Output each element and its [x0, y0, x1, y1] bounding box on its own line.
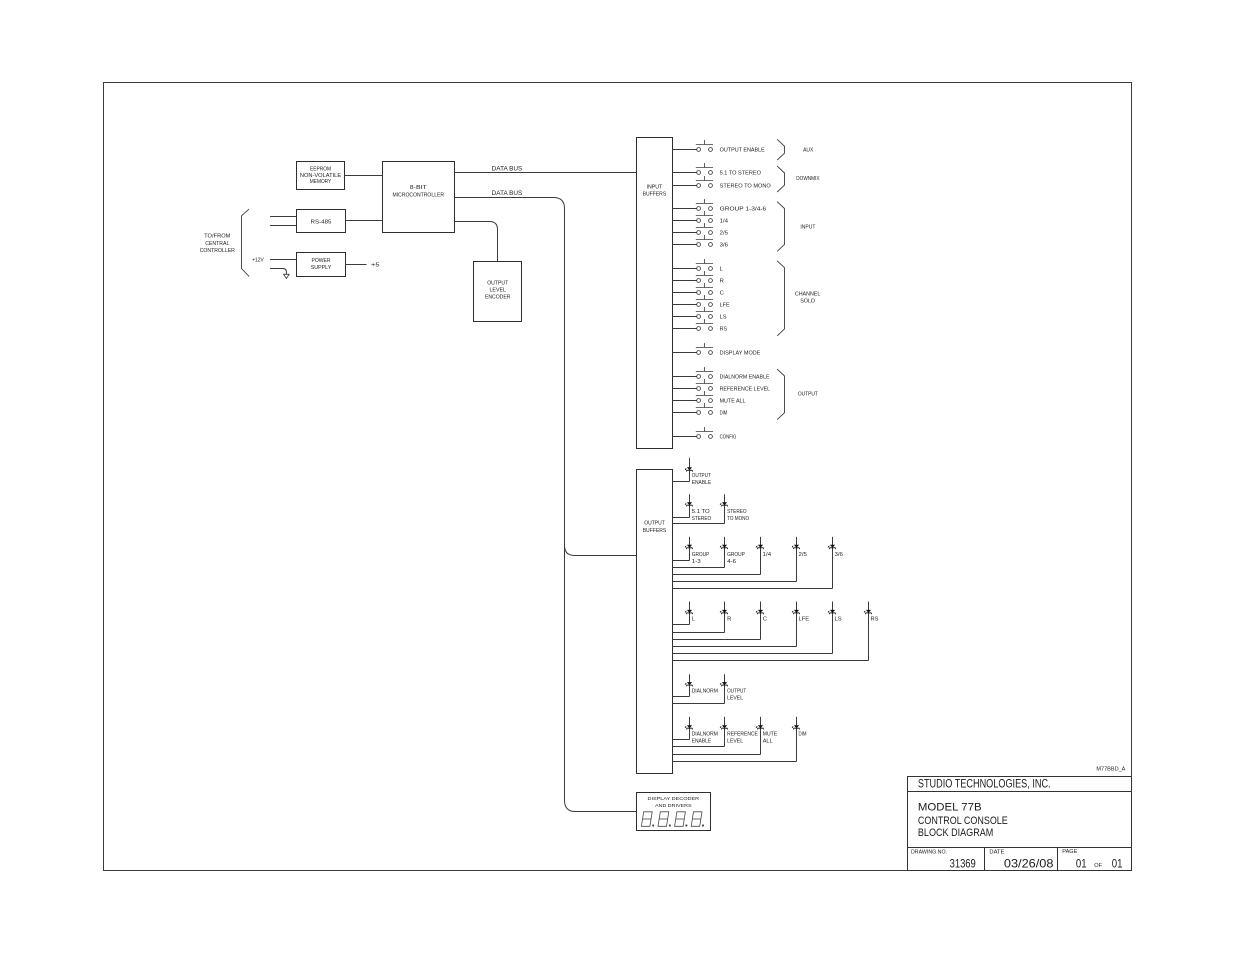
svg-text:3/6: 3/6: [835, 552, 843, 558]
svg-text:DATA BUS: DATA BUS: [492, 191, 523, 197]
svg-text:DATA BUS: DATA BUS: [492, 166, 523, 172]
svg-text:LFE: LFE: [799, 616, 810, 622]
svg-text:OUTPUT: OUTPUT: [727, 688, 747, 694]
svg-text:LEVEL: LEVEL: [727, 695, 744, 701]
svg-text:DIALNORM ENABLE: DIALNORM ENABLE: [720, 375, 770, 381]
svg-text:MUTE ALL: MUTE ALL: [720, 399, 747, 405]
svg-text:CONFIG: CONFIG: [720, 435, 737, 441]
svg-text:C: C: [720, 291, 724, 297]
svg-text:MICROCONTROLLER: MICROCONTROLLER: [393, 192, 445, 198]
svg-text:RS-485: RS-485: [311, 219, 332, 225]
svg-text:R: R: [727, 616, 731, 622]
svg-text:LFE: LFE: [720, 303, 730, 309]
svg-text:RS: RS: [720, 327, 728, 333]
svg-text:PAGE: PAGE: [1062, 849, 1077, 855]
svg-text:L: L: [692, 616, 696, 622]
svg-text:MODEL 77B: MODEL 77B: [918, 801, 982, 813]
svg-text:31369: 31369: [950, 857, 976, 871]
svg-text:AND DRIVERS: AND DRIVERS: [655, 803, 692, 809]
svg-text:DIALNORM: DIALNORM: [692, 732, 718, 738]
svg-text:1/4: 1/4: [763, 552, 772, 558]
svg-text:2/5: 2/5: [720, 231, 728, 237]
svg-text:NON-VOLATILE: NON-VOLATILE: [300, 173, 342, 179]
svg-text:INPUT: INPUT: [800, 224, 816, 230]
svg-text:DIALNORM: DIALNORM: [692, 688, 718, 694]
svg-text:1/4: 1/4: [720, 219, 729, 225]
svg-text:5.1 TO: 5.1 TO: [692, 509, 710, 515]
svg-text:GROUP: GROUP: [692, 552, 710, 558]
svg-text:C: C: [763, 616, 767, 622]
svg-text:LS: LS: [720, 315, 727, 321]
svg-text:ENABLE: ENABLE: [692, 739, 712, 745]
svg-text:03/26/08: 03/26/08: [1004, 857, 1054, 871]
svg-text:OUTPUT ENABLE: OUTPUT ENABLE: [720, 148, 765, 154]
svg-text:OUTPUT: OUTPUT: [798, 392, 819, 398]
svg-text:4-6: 4-6: [727, 559, 736, 565]
svg-text:REFERENCE LEVEL: REFERENCE LEVEL: [720, 387, 771, 393]
svg-text:2/5: 2/5: [799, 552, 807, 558]
svg-text:01: 01: [1112, 856, 1123, 870]
svg-text:LEVEL: LEVEL: [490, 288, 507, 294]
svg-text:DISPLAY MODE: DISPLAY MODE: [720, 351, 761, 357]
svg-text:DATE: DATE: [989, 849, 1004, 855]
svg-text:SOLO: SOLO: [800, 298, 815, 304]
svg-text:01: 01: [1076, 856, 1087, 870]
svg-text:AUX: AUX: [803, 147, 813, 153]
svg-text:STEREO: STEREO: [727, 509, 747, 515]
svg-text:5.1 TO STEREO: 5.1 TO STEREO: [720, 171, 762, 177]
svg-text:EEPROM: EEPROM: [310, 167, 331, 173]
svg-text:STEREO: STEREO: [692, 516, 712, 522]
svg-text:STUDIO TECHNOLOGIES, INC.: STUDIO TECHNOLOGIES, INC.: [918, 779, 1051, 791]
svg-text:TO MONO: TO MONO: [727, 516, 749, 522]
svg-text:OUTPUT: OUTPUT: [692, 473, 712, 479]
svg-text:SUPPLY: SUPPLY: [311, 265, 332, 271]
svg-text:+12V: +12V: [252, 258, 264, 264]
svg-text:GROUP: GROUP: [727, 552, 745, 558]
svg-text:BUFFERS: BUFFERS: [643, 528, 667, 534]
svg-text:BLOCK DIAGRAM: BLOCK DIAGRAM: [918, 827, 993, 839]
svg-text:ENCODER: ENCODER: [485, 295, 511, 301]
svg-text:CENTRAL: CENTRAL: [205, 241, 229, 247]
svg-text:BUFFERS: BUFFERS: [643, 191, 667, 197]
svg-text:OUTPUT: OUTPUT: [644, 520, 665, 526]
svg-text:DOWNMIX: DOWNMIX: [796, 176, 819, 182]
svg-text:DRAWING NO.: DRAWING NO.: [911, 850, 947, 856]
svg-text:CHANNEL: CHANNEL: [795, 291, 821, 297]
svg-text:REFERENCE: REFERENCE: [727, 732, 758, 738]
svg-text:CONTROLLER: CONTROLLER: [200, 248, 235, 254]
svg-text:MUTE: MUTE: [763, 732, 778, 738]
svg-text:LEVEL: LEVEL: [727, 739, 744, 745]
svg-text:ALL: ALL: [763, 739, 774, 745]
svg-text:DISPLAY DECODER: DISPLAY DECODER: [648, 796, 700, 802]
svg-text:8-BIT: 8-BIT: [410, 185, 428, 191]
svg-text:CONTROL CONSOLE: CONTROL CONSOLE: [918, 815, 1008, 827]
svg-text:STEREO TO MONO: STEREO TO MONO: [720, 184, 772, 190]
svg-text:DIM: DIM: [799, 732, 807, 738]
svg-text:1-3: 1-3: [692, 559, 701, 565]
svg-text:GROUP 1-3/4-6: GROUP 1-3/4-6: [720, 207, 767, 213]
svg-text:OF: OF: [1094, 863, 1102, 869]
svg-text:ENABLE: ENABLE: [692, 480, 712, 486]
svg-text:+5: +5: [371, 262, 380, 268]
svg-text:M77BBD_A: M77BBD_A: [1096, 767, 1125, 773]
svg-text:R: R: [720, 279, 724, 285]
svg-text:3/6: 3/6: [720, 243, 728, 249]
svg-text:OUTPUT: OUTPUT: [487, 281, 509, 287]
svg-text:L: L: [720, 267, 724, 273]
svg-text:RS: RS: [871, 616, 879, 622]
svg-text:INPUT: INPUT: [647, 185, 663, 191]
svg-text:TO/FROM: TO/FROM: [204, 234, 231, 240]
svg-text:LS: LS: [835, 616, 842, 622]
svg-text:DIM: DIM: [720, 411, 728, 417]
svg-text:MEMORY: MEMORY: [310, 179, 332, 185]
svg-text:POWER: POWER: [312, 258, 331, 264]
